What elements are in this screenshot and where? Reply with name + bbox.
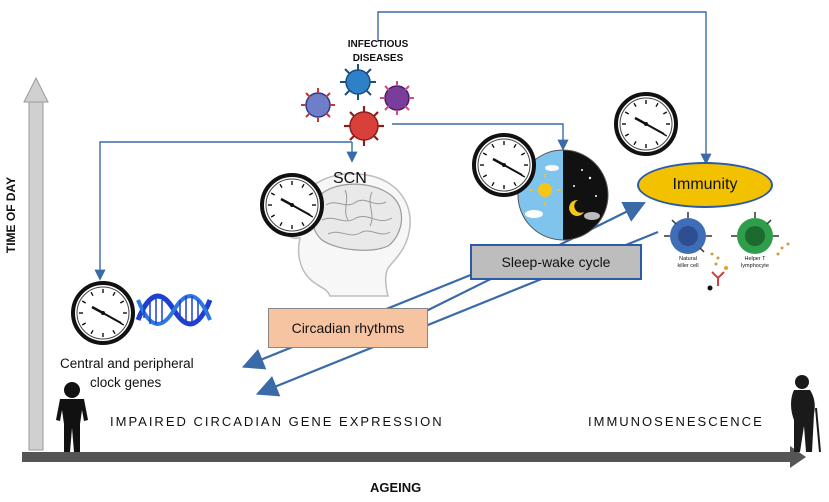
helper-t-label: Helper T lymphocyte — [741, 256, 769, 269]
clock-icon — [260, 173, 324, 237]
natural-killer-label: Natural killer cell — [677, 256, 699, 269]
elderly-person-icon — [791, 375, 821, 453]
clock-genes-label: Central and peripheral clock genes — [60, 356, 194, 390]
clock-icon — [472, 133, 536, 197]
immunity-box: Immunity — [637, 162, 773, 208]
immune-cell-icon — [664, 212, 790, 291]
x-axis-label: AGEING — [370, 480, 422, 495]
dna-icon — [135, 293, 213, 327]
sleep-wake-label: Sleep-wake cycle — [501, 254, 611, 270]
adult-person-icon — [56, 382, 88, 452]
circadian-rhythms-label: Circadian rhythms — [291, 320, 405, 336]
y-axis-label: TIME OF DAY — [4, 176, 18, 254]
clock-icon — [71, 281, 135, 345]
virus-icon — [301, 64, 414, 146]
immunosenescence-label: IMMUNOSENESCENCE — [588, 414, 764, 429]
scn-label: SCN — [333, 170, 367, 187]
immunity-label: Immunity — [672, 176, 738, 193]
clock-icon — [614, 92, 678, 156]
circadian-rhythms-box: Circadian rhythms — [268, 308, 428, 348]
infectious-diseases-label: INFECTIOUS DISEASES — [347, 39, 409, 64]
impaired-expression-label: IMPAIRED CIRCADIAN GENE EXPRESSION — [110, 414, 444, 429]
x-axis-arrow — [22, 446, 806, 468]
sleep-wake-box: Sleep-wake cycle — [470, 244, 642, 280]
connection-arrows — [94, 11, 712, 281]
y-axis-arrow — [23, 76, 49, 451]
